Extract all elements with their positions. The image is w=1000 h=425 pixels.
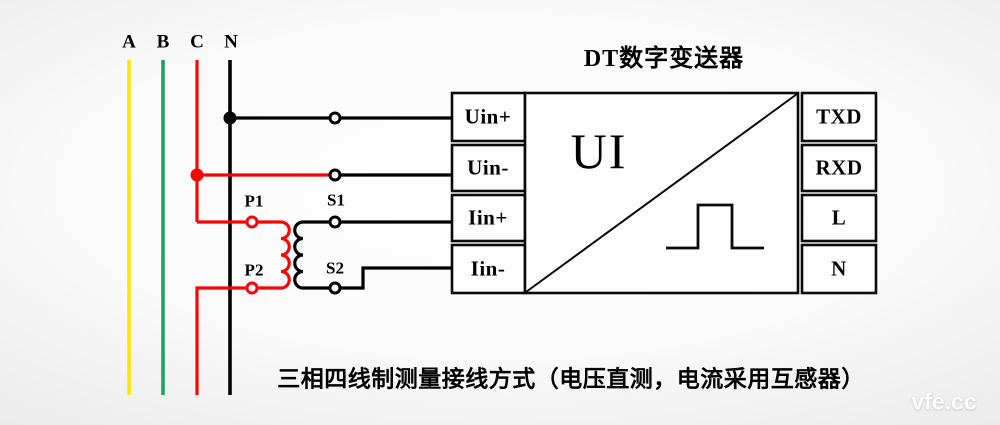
terminal-cell-rxd [800,143,878,193]
ct-primary-coil [258,220,291,290]
connector-uin-minus [328,168,342,182]
terminal-label-iin-minus: Iin- [470,256,506,281]
pulse-symbol-icon [666,203,764,250]
terminal-cell-n [800,243,878,295]
connector-p2 [245,281,259,295]
junction-dot-neutral [223,111,237,125]
diagram-caption: 三相四线制测量接线方式（电压直测，电流采用互感器） [277,366,865,392]
ct-terminal-label-s2: S2 [326,258,344,278]
connector-s1 [328,215,342,229]
terminal-label-iin-plus: Iin+ [468,205,508,230]
terminal-cell-uin-minus [450,143,527,193]
terminal-cell-iin-plus [450,193,527,243]
terminal-label-uin-minus: Uin- [467,155,509,180]
terminal-label-l: L [831,205,847,230]
phase-label-n: N [224,31,238,53]
diagonal-divider [525,93,798,293]
ct-terminal-label-s1: S1 [327,190,345,210]
watermark: vfe.cc [911,388,977,415]
wire-s2-to-iin-minus [340,266,452,290]
terminal-cell-l [800,193,878,243]
phase-label-a: A [122,31,136,53]
wire-p2-return [195,286,246,395]
phase-label-b: B [156,31,170,53]
ct-secondary-coil [293,220,330,290]
junction-dot-phase-c [190,168,204,182]
terminal-label-txd: TXD [816,104,862,129]
transmitter-symbol-label: UI [570,123,628,179]
connector-p1 [245,215,259,229]
terminal-cell-txd [800,91,878,143]
terminal-label-uin-plus: Uin+ [464,104,512,129]
terminal-label-n: N [831,256,847,281]
phase-label-c: C [190,31,204,53]
ct-terminal-label-p2: P2 [244,260,264,280]
terminal-label-rxd: RXD [815,155,863,180]
diagram-title: DT数字变送器 [583,46,745,72]
connector-s2 [328,281,342,295]
ct-terminal-label-p1: P1 [244,191,264,211]
connector-uin-plus [328,111,342,125]
